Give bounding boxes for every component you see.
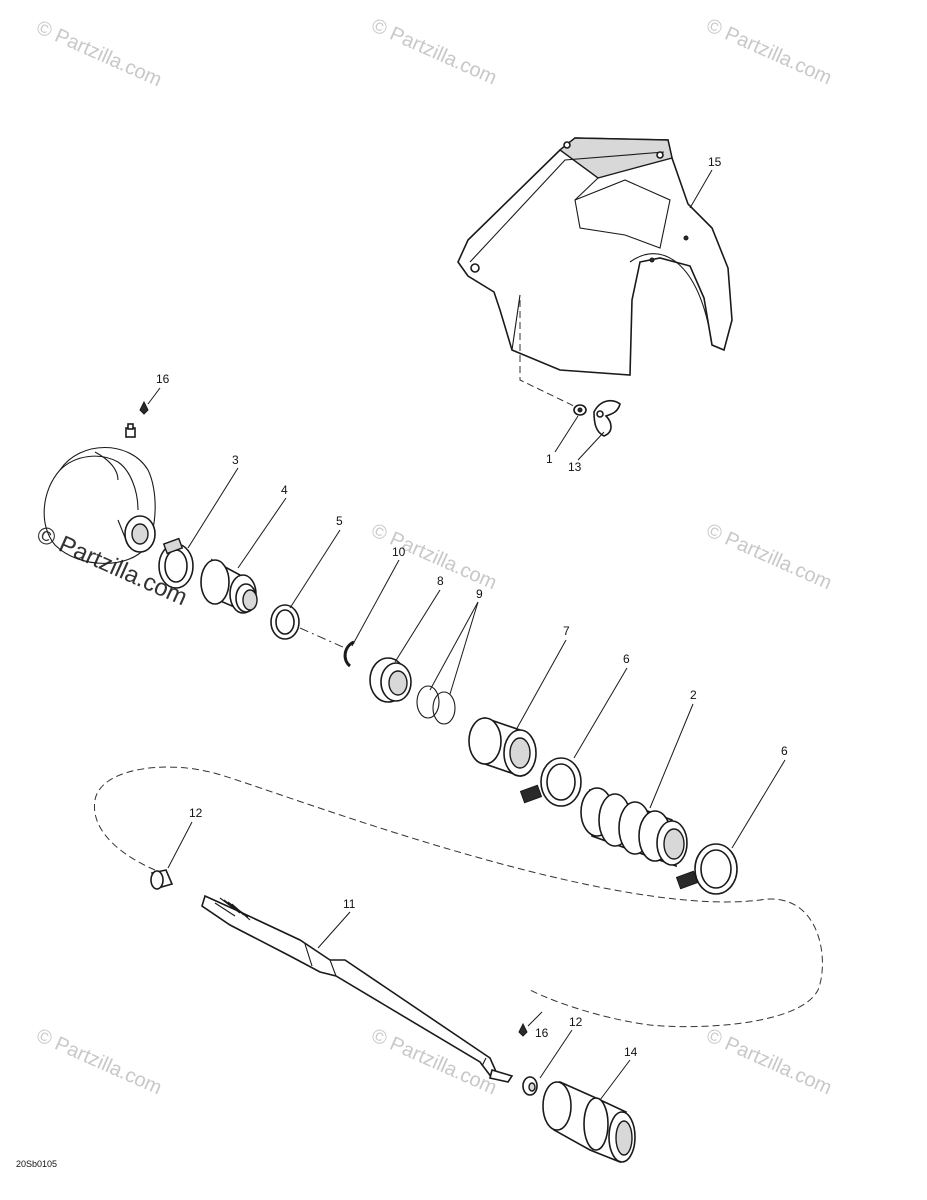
callout-3: 3 xyxy=(232,453,239,467)
part-12-cap-a xyxy=(150,869,174,890)
watermark: © Partzilla.com xyxy=(703,519,835,594)
part-14-sleeve xyxy=(542,1080,636,1164)
callout-12: 12 xyxy=(189,806,203,820)
part-13-wing-nut xyxy=(593,399,621,437)
part-6-clamp-a xyxy=(519,757,582,807)
part-6-clamp-b xyxy=(675,843,738,895)
callout-16: 16 xyxy=(535,1026,549,1040)
bearing-housing xyxy=(43,446,156,564)
part-10-circlip xyxy=(343,640,355,668)
callout-2: 2 xyxy=(690,688,697,702)
part-1-washer xyxy=(573,404,587,416)
assembly-loop xyxy=(93,766,823,1028)
callout-13: 13 xyxy=(568,460,582,474)
drawing-code: 20Sb0105 xyxy=(16,1159,57,1169)
part-5-ring xyxy=(270,604,300,640)
part-16-grease-fitting-bottom xyxy=(518,1022,528,1037)
part-4-seal-carrier xyxy=(200,558,258,614)
watermark: © Partzilla.com xyxy=(368,14,500,89)
watermark: © Partzilla.com xyxy=(703,14,835,89)
callout-16: 16 xyxy=(156,372,170,386)
callout-14: 14 xyxy=(624,1045,638,1059)
part-8-bushing xyxy=(369,657,412,703)
callout-6: 6 xyxy=(781,744,788,758)
part-12-cap-b xyxy=(522,1076,538,1096)
part-7-spacer xyxy=(468,716,537,778)
assembly-line-housing xyxy=(519,300,579,409)
callout-10: 10 xyxy=(392,545,406,559)
callout-8: 8 xyxy=(437,574,444,588)
watermark: © Partzilla.com xyxy=(33,1024,165,1099)
callout-7: 7 xyxy=(563,624,570,638)
part-3-clamp xyxy=(158,537,194,589)
callout-12: 12 xyxy=(569,1015,583,1029)
watermark: © Partzilla.com xyxy=(33,16,165,91)
shaft-axis xyxy=(299,627,346,649)
part-11-drive-shaft xyxy=(201,894,514,1083)
part-9-o-rings xyxy=(416,685,456,725)
callout-6: 6 xyxy=(623,652,630,666)
watermark: © Partzilla.com xyxy=(368,519,500,594)
watermarks: © Partzilla.com © Partzilla.com © Partzi… xyxy=(33,14,835,1099)
callout-9: 9 xyxy=(476,587,483,601)
callouts: 16 3 4 5 10 8 9 7 6 2 6 15 1 13 12 11 16… xyxy=(156,155,788,1059)
callout-1: 1 xyxy=(546,452,553,466)
leader-lines xyxy=(147,169,786,1101)
part-16-grease-fitting-top xyxy=(125,400,149,438)
callout-15: 15 xyxy=(708,155,722,169)
callout-5: 5 xyxy=(336,514,343,528)
watermark: © Partzilla.com xyxy=(703,1024,835,1099)
part-15-housing xyxy=(457,137,733,376)
part-2-boot xyxy=(580,787,688,868)
callout-4: 4 xyxy=(281,483,288,497)
callout-11: 11 xyxy=(343,897,356,911)
